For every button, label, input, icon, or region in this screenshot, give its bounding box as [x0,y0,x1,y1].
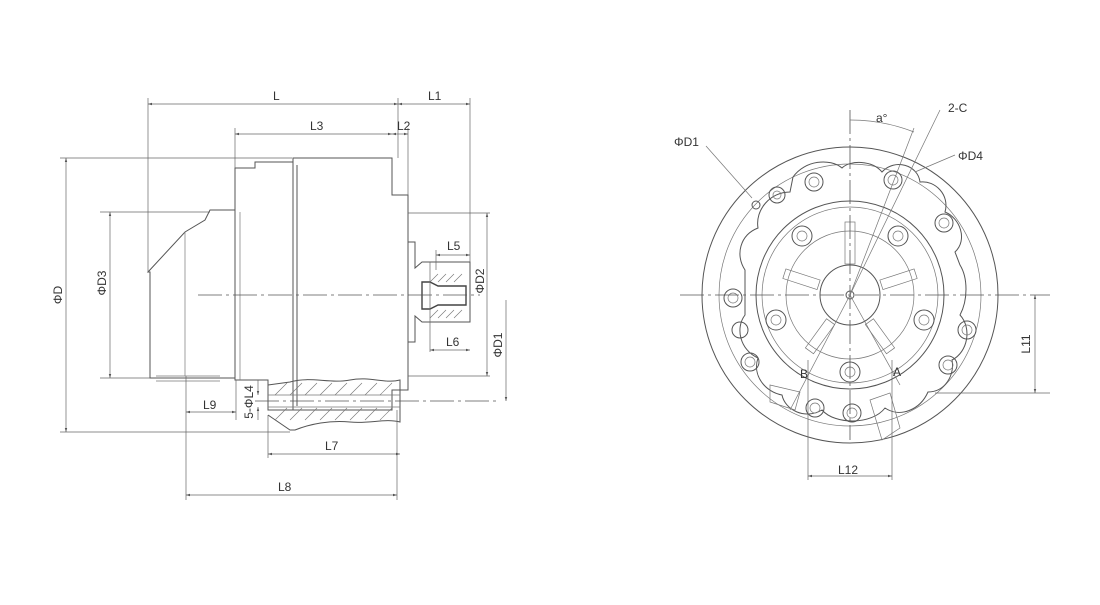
lobed-flange [739,161,968,422]
label-L7: L7 [325,439,339,453]
label-phiD1-side: ΦD1 [491,332,505,357]
label-L8: L8 [278,480,292,494]
angle-ray [849,127,915,296]
tab-a [869,392,901,441]
label-L3: L3 [310,119,324,133]
front-view: ΦD1 ΦD4 2-C a° L11 L12 B A [674,101,1050,480]
label-phiL4: 5-ΦL4 [242,385,256,419]
leader-2C [849,109,941,296]
slot-3 [864,318,896,355]
section-ray-b [789,294,851,411]
label-L5: L5 [447,239,461,253]
shaft-hatch [429,273,463,319]
label-L1: L1 [428,89,442,103]
label-L6: L6 [446,335,460,349]
leader-D4 [914,154,956,173]
label-phiD2: ΦD2 [473,268,487,293]
housing-outline [146,157,409,411]
slot-4 [804,318,836,355]
label-2C: 2-C [948,101,968,115]
slot-5 [782,268,821,290]
leader-D1 [705,145,753,199]
outer-bolt-holes [723,170,977,423]
label-L2: L2 [397,119,411,133]
bolt-hatch [274,382,393,421]
label-L: L [273,89,280,103]
label-L11: L11 [1019,334,1033,353]
angle-arc [849,119,915,133]
label-phiD: ΦD [51,286,65,305]
tab-b [769,384,801,411]
bolt-section [267,378,401,431]
label-phiD3: ΦD3 [95,270,109,295]
label-L9: L9 [203,398,217,412]
output-boss [408,241,471,343]
label-L12: L12 [838,463,858,477]
output-shaft [421,281,467,310]
slot-2 [879,268,918,290]
label-A: A [893,365,901,379]
label-angle: a° [876,111,888,125]
label-phiD4: ΦD4 [958,149,983,163]
label-phiD1-front: ΦD1 [674,135,699,149]
side-view: L L1 L3 L2 L5 L6 L7 L8 L9 ΦD ΦD3 ΦD2 ΦD1… [51,89,508,500]
label-B: B [800,367,808,381]
